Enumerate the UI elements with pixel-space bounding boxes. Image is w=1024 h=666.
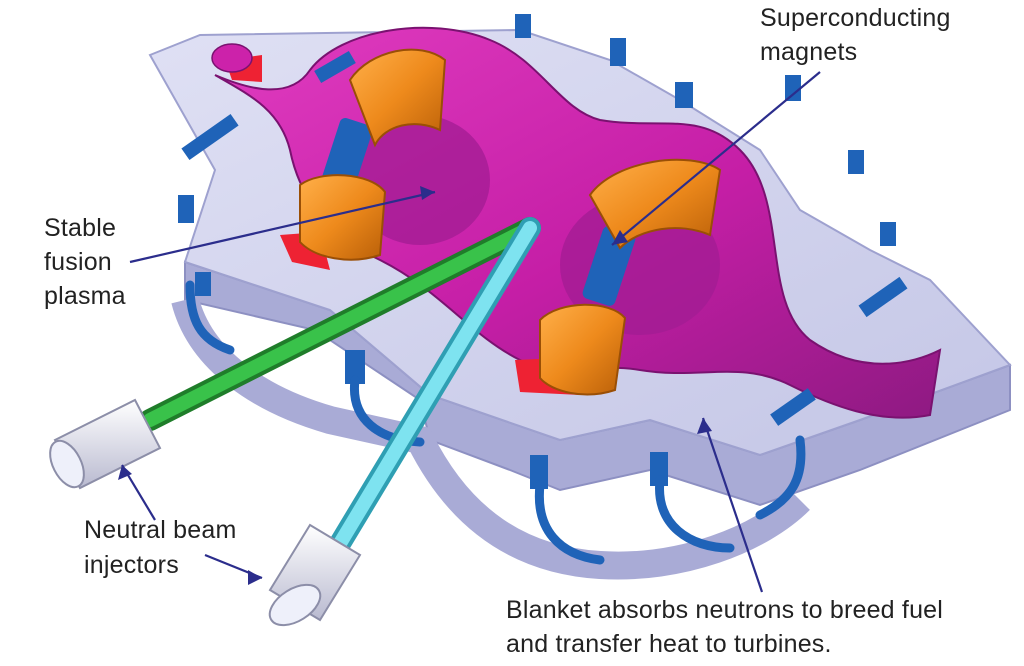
magnet-lower-left: [299, 174, 387, 261]
coil-block: [515, 14, 531, 38]
coil-rib: [185, 280, 235, 355]
coil-block: [314, 50, 356, 84]
coil-blocks: [178, 14, 908, 489]
label-blanket: Blanket absorbs neutrons to breed fuel a…: [506, 596, 950, 658]
support-post-left: [321, 118, 373, 192]
arrow-icon: [612, 230, 628, 245]
coil-rib: [755, 435, 806, 520]
neutral-beams: [49, 217, 541, 627]
coil-block: [675, 82, 693, 108]
coil-block: [848, 150, 864, 174]
plasma-tip: [211, 43, 253, 73]
injector-cap-right: [268, 583, 322, 627]
arrow-icon: [420, 186, 435, 200]
coil-block: [858, 276, 908, 318]
label-injectors: Neutral beam injectors: [84, 516, 244, 579]
leader-plasma: [129, 190, 436, 264]
magnets-group: [299, 48, 722, 396]
coil-block: [181, 114, 239, 160]
leader-magnets: [611, 71, 821, 246]
coil-block: [345, 350, 365, 384]
label-plasma: Stable fusion plasma: [44, 214, 126, 310]
coil-rib: [534, 480, 605, 565]
leader-blanket: [701, 417, 764, 593]
coil-rib: [655, 475, 735, 553]
arrow-heads: [118, 186, 712, 585]
beam-cyan-core: [323, 221, 537, 567]
coil-block: [610, 38, 626, 66]
coil-block: [178, 195, 194, 223]
coil-block: [195, 272, 211, 296]
magnet-upper-left: [348, 48, 447, 148]
coil-block: [770, 388, 816, 426]
arrow-icon: [248, 570, 262, 585]
label-magnets: Superconducting magnets: [760, 4, 958, 66]
arrow-icon: [697, 418, 712, 434]
magnet-lower-right: [539, 303, 627, 396]
beam-green-core: [143, 221, 537, 427]
coil-block: [785, 75, 801, 101]
injector-cap-left: [49, 439, 85, 489]
arrow-icon: [118, 465, 132, 480]
coil-block: [530, 455, 548, 489]
coil-block: [880, 222, 896, 246]
plasma-hole-left: [350, 115, 490, 245]
